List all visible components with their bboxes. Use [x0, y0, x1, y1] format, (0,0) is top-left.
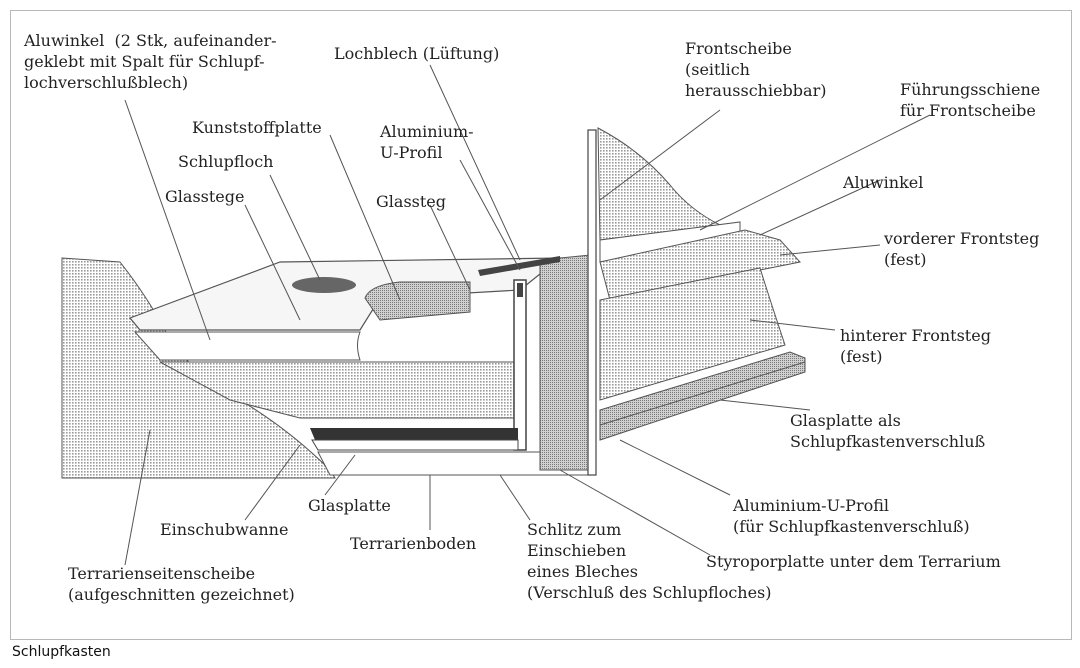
label-glassteg: Glassteg [376, 192, 446, 211]
schlupfloch-hole [292, 277, 356, 293]
label-terrarienseitenscheibe: Terrarienseitenscheibe (aufgeschnitten g… [68, 564, 295, 604]
label-hinterer-frontsteg: hinterer Frontsteg (fest) [840, 326, 991, 366]
label-aluwinkel: Aluwinkel [843, 173, 924, 192]
label-vorderer-frontsteg: vorderer Frontsteg (fest) [884, 229, 1040, 269]
label-schlupfloch: Schlupfloch [178, 152, 274, 171]
glasplatte-base [311, 439, 519, 451]
alu-u-profile [513, 279, 527, 451]
leader-lines [124, 64, 931, 566]
frontsteg-back [539, 254, 591, 471]
lochblech-strip [478, 256, 560, 276]
figure-caption: Schlupfkasten [12, 644, 111, 660]
inner-box [159, 361, 521, 419]
label-alu-u-profil: Aluminium- U-Profil [380, 122, 474, 162]
label-glasplatte-verschluss: Glasplatte als Schlupfkastenverschluß [790, 411, 986, 451]
label-alu-u-profil-verschluss: Aluminium-U-Profil (für Schlupfkastenver… [733, 496, 970, 536]
label-glasplatte: Glasplatte [308, 496, 391, 515]
closure-plate [599, 351, 806, 441]
label-schlitz: Schlitz zum Einschieben eines Bleches (V… [527, 520, 772, 602]
label-glasstege: Glasstege [165, 187, 245, 206]
label-lochblech: Lochblech (Lüftung) [334, 44, 500, 63]
label-aluwinkel-top: Aluwinkel (2 Stk, aufeinander- geklebt m… [24, 31, 277, 92]
front-glass [587, 129, 597, 476]
inner-box-front [364, 281, 471, 321]
label-einschubwanne: Einschubwanne [160, 520, 289, 539]
front-web [599, 267, 786, 401]
label-fuehrungsschiene: Führungsschiene für Frontscheibe [900, 80, 1041, 120]
label-styroporplatte: Styroporplatte unter dem Terrarium [706, 552, 1001, 571]
front-glass-top [597, 127, 722, 241]
aluwinkel-rail [599, 229, 801, 301]
label-kunststoffplatte: Kunststoffplatte [192, 118, 322, 137]
label-frontscheibe: Frontscheibe (seitlich herausschiebbar) [685, 39, 827, 100]
glass-web [133, 331, 361, 361]
label-terrarienboden: Terrarienboden [350, 534, 477, 553]
einschubwanne-tray [310, 428, 518, 440]
